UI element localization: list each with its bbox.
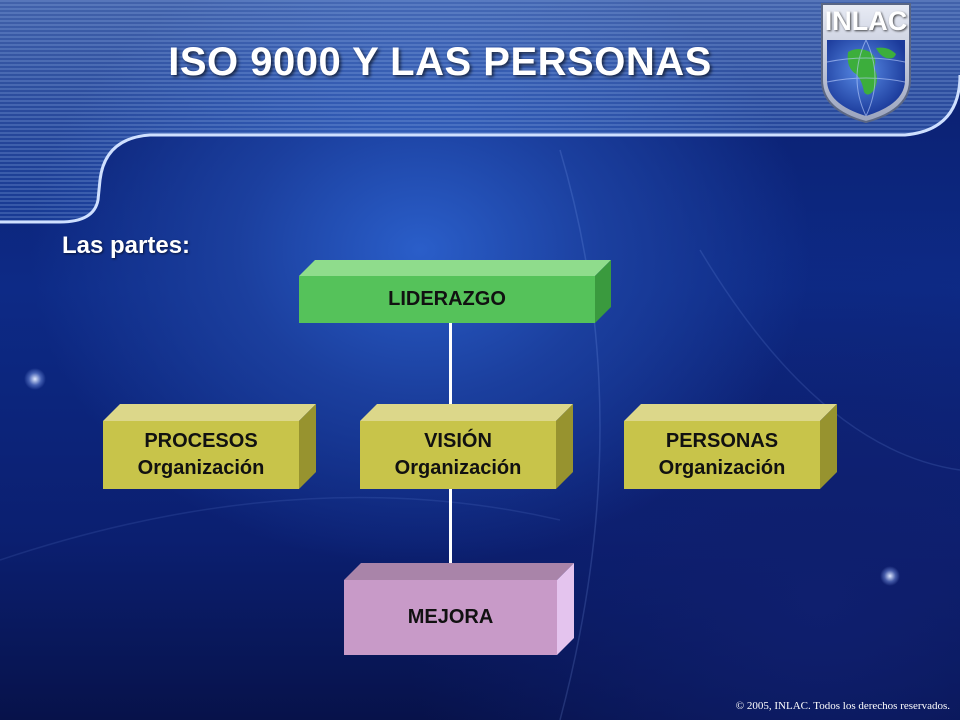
header-banner (0, 0, 960, 224)
box-personas-line2: Organización (658, 457, 786, 479)
logo-text: INLAC (824, 6, 908, 36)
box-vision-shape (360, 404, 573, 489)
box-mejora-label: MEJORA (407, 606, 494, 628)
box-vision-line2: Organización (394, 457, 522, 479)
inlac-logo (821, 3, 911, 124)
box-procesos: PROCESOS Organización (103, 404, 316, 489)
sparkle-icon (24, 368, 46, 390)
sparkle-icon (880, 566, 900, 586)
box-liderazgo-label: LIDERAZGO (388, 288, 506, 310)
box-mejora-shape (344, 563, 574, 655)
slide-title: ISO 9000 Y LAS PERSONAS (168, 40, 712, 84)
box-procesos-shape (103, 404, 316, 489)
box-mejora: MEJORA (344, 563, 574, 655)
connector-top (449, 322, 452, 404)
box-personas-line1: PERSONAS (665, 430, 779, 452)
copyright-footer: © 2005, INLAC. Todos los derechos reserv… (735, 700, 950, 712)
box-vision-line1: VISIÓN (424, 430, 492, 452)
box-personas: PERSONAS Organización (624, 404, 837, 489)
connector-bottom (449, 488, 452, 566)
box-procesos-line2: Organización (137, 457, 265, 479)
box-personas-shape (624, 404, 837, 489)
box-vision: VISIÓN Organización (360, 404, 573, 489)
box-liderazgo: LIDERAZGO (299, 260, 611, 323)
box-liderazgo-shape (299, 260, 611, 323)
slide-subtitle: Las partes: (62, 232, 191, 259)
box-procesos-line1: PROCESOS (144, 430, 258, 452)
